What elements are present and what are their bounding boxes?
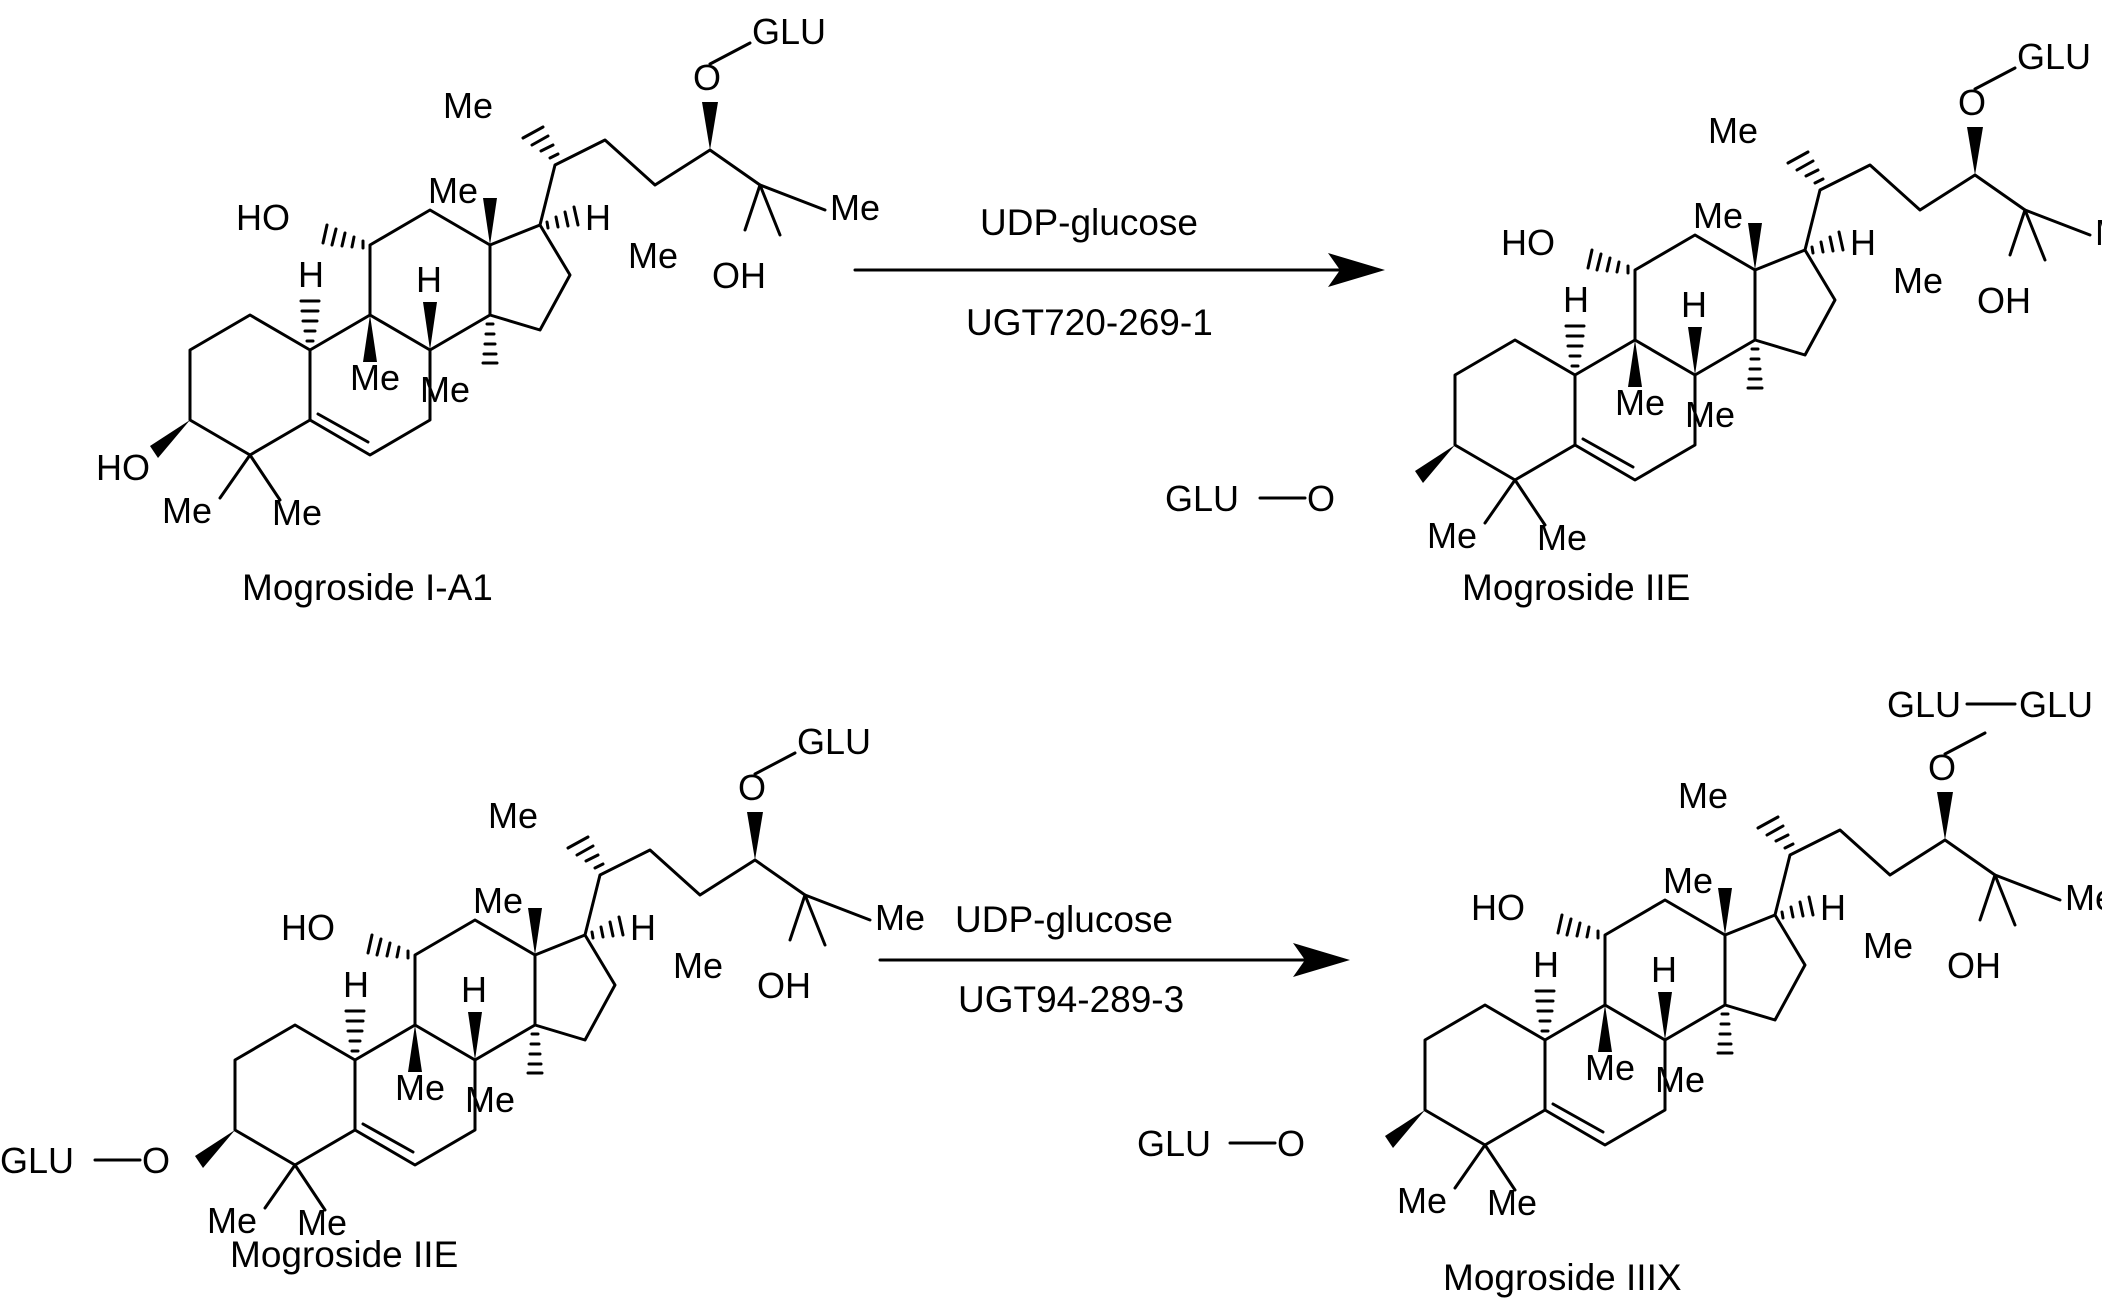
atom-c14-me: Me xyxy=(1685,394,1735,435)
reaction-1-reagent: UDP-glucose xyxy=(980,202,1198,243)
atom-c24-o: O xyxy=(738,767,766,808)
atom-c13-me: Me xyxy=(1663,860,1713,901)
atom-c4-me-a: Me xyxy=(1397,1180,1447,1221)
atom-c9-me: Me xyxy=(350,357,400,398)
atom-c3-glu: GLU xyxy=(1165,478,1239,519)
reaction-1-enzyme: UGT720-269-1 xyxy=(966,302,1213,343)
atom-c9-me: Me xyxy=(1615,382,1665,423)
atom-c25-me-b: Me xyxy=(1863,925,1913,966)
atom-c8-h: H xyxy=(416,259,442,300)
atom-c24-glu: GLU xyxy=(752,11,826,52)
atom-c4-me-a: Me xyxy=(207,1200,257,1241)
atom-c10-h: H xyxy=(343,964,369,1005)
atom-c11-oh: HO xyxy=(1501,222,1555,263)
atom-c25-oh: OH xyxy=(757,965,811,1006)
reaction-2-reagent: UDP-glucose xyxy=(955,899,1173,940)
atom-c24-o: O xyxy=(1928,747,1956,788)
molecule-product-1: GLU O Me Me H HO Me H Me Me H Me O GLU M… xyxy=(1165,36,2102,558)
atom-c4-me-b: Me xyxy=(1537,517,1587,558)
substrate-1-name: Mogroside I-A1 xyxy=(242,567,493,608)
atom-c13-me: Me xyxy=(428,170,478,211)
atom-c3-glu: GLU xyxy=(1137,1123,1211,1164)
atom-c11-oh: HO xyxy=(281,907,335,948)
atom-c17-h: H xyxy=(585,197,611,238)
atom-c9-me: Me xyxy=(1585,1047,1635,1088)
atom-c3-glu: GLU xyxy=(0,1140,74,1181)
reaction-1-arrow xyxy=(853,253,1385,287)
atom-c14-me: Me xyxy=(420,369,470,410)
atom-c8-h: H xyxy=(461,969,487,1010)
atom-c24-glu: GLU xyxy=(2017,36,2091,77)
atom-c17-h: H xyxy=(1820,887,1846,928)
atom-c13-me: Me xyxy=(473,880,523,921)
atom-c3-o: O xyxy=(1307,478,1335,519)
product-1-name: Mogroside IIE xyxy=(1462,567,1690,608)
atom-c25-oh: OH xyxy=(712,255,766,296)
atom-c24-glu: GLU xyxy=(797,721,871,762)
atom-c4-me-b: Me xyxy=(272,492,322,533)
atom-c25-me-b: Me xyxy=(628,235,678,276)
substrate-2-name: Mogroside IIE xyxy=(230,1234,458,1275)
atom-c3-oh: HO xyxy=(96,447,150,488)
atom-c10-h: H xyxy=(1533,944,1559,985)
atom-c11-oh: HO xyxy=(236,197,290,238)
atom-c24-o: O xyxy=(693,57,721,98)
atom-c9-me: Me xyxy=(395,1067,445,1108)
atom-c25-me: Me xyxy=(2065,877,2102,918)
atom-c25-me: Me xyxy=(875,897,925,938)
atom-c10-h: H xyxy=(298,254,324,295)
atom-c20-me: Me xyxy=(488,795,538,836)
reaction-2-enzyme: UGT94-289-3 xyxy=(958,979,1184,1020)
atom-c17-h: H xyxy=(630,907,656,948)
molecule-substrate-1: HO Me Me H HO Me H Me Me H Me O GLU Me M… xyxy=(96,11,880,533)
atom-c11-oh: HO xyxy=(1471,887,1525,928)
atom-c20-me: Me xyxy=(1708,110,1758,151)
product-2-name: Mogroside IIIX xyxy=(1443,1257,1682,1298)
atom-c13-me: Me xyxy=(1693,195,1743,236)
atom-c25-oh: OH xyxy=(1947,945,2001,986)
atom-c24-glu-2: GLU xyxy=(2019,684,2093,725)
atom-c25-oh: OH xyxy=(1977,280,2031,321)
atom-c4-me-a: Me xyxy=(162,490,212,531)
atom-c25-me-b: Me xyxy=(1893,260,1943,301)
atom-c4-me-b: Me xyxy=(297,1202,347,1243)
atom-c4-me-a: Me xyxy=(1427,515,1477,556)
atom-c3-o: O xyxy=(142,1140,170,1181)
reaction-2-arrow xyxy=(878,943,1350,977)
atom-c20-me: Me xyxy=(443,85,493,126)
atom-c10-h: H xyxy=(1563,279,1589,320)
atom-c4-me-b: Me xyxy=(1487,1182,1537,1223)
atom-c24-glu: GLU xyxy=(1887,684,1961,725)
atom-c14-me: Me xyxy=(1655,1059,1705,1100)
atom-c17-h: H xyxy=(1850,222,1876,263)
atom-c24-o: O xyxy=(1958,82,1986,123)
atom-c3-o: O xyxy=(1277,1123,1305,1164)
atom-c25-me: Me xyxy=(830,187,880,228)
atom-c14-me: Me xyxy=(465,1079,515,1120)
molecule-product-2: GLU O Me Me H HO Me H Me Me H Me O GLU G… xyxy=(1137,684,2102,1223)
atom-c8-h: H xyxy=(1681,284,1707,325)
molecule-substrate-2: GLU O Me Me H HO Me H Me Me H Me O GLU M… xyxy=(0,721,925,1243)
atom-c25-me-b: Me xyxy=(673,945,723,986)
atom-c8-h: H xyxy=(1651,949,1677,990)
atom-c20-me: Me xyxy=(1678,775,1728,816)
atom-c25-me: Me xyxy=(2095,212,2102,253)
